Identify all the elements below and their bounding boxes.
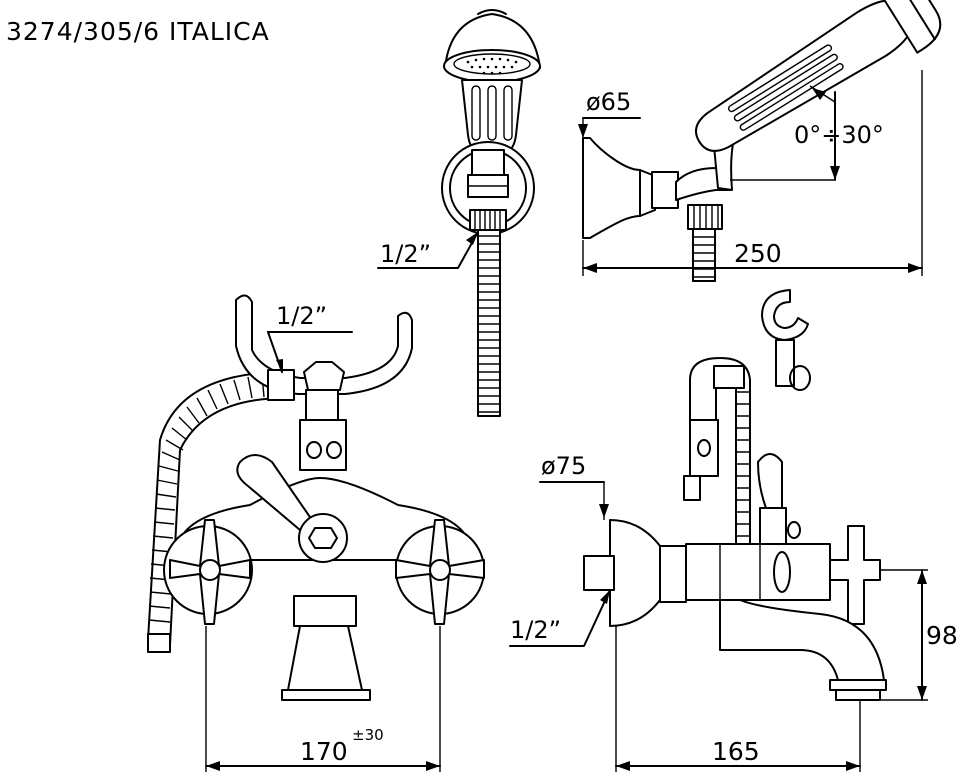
center-distance-label: 170 — [300, 737, 348, 766]
holder-diameter-label: ø65 — [586, 88, 631, 116]
handshower-side-view: ø65 0°÷30° 250 — [578, 0, 942, 282]
center-tolerance-label: ±30 — [352, 726, 384, 744]
mixer-front-view: 1/2” 170 ±30 — [147, 294, 485, 772]
tilt-angle-label: 0°÷30° — [794, 121, 884, 149]
escutcheon-diameter-label: ø75 — [541, 452, 586, 480]
inlet-thread-label: 1/2” — [510, 616, 561, 644]
handshower-front-view: 1/2” — [377, 9, 541, 417]
mixer-side-view: ø75 1/2” 98 165 — [509, 289, 958, 772]
spout-height-label: 98 — [926, 621, 958, 650]
drawing-title: 3274/305/6 ITALICA — [6, 17, 270, 46]
holder-projection-label: 250 — [734, 239, 782, 268]
spout-projection-label: 165 — [712, 737, 760, 766]
handshower-thread-label: 1/2” — [380, 240, 431, 268]
mixer-top-thread-label: 1/2” — [276, 302, 327, 330]
